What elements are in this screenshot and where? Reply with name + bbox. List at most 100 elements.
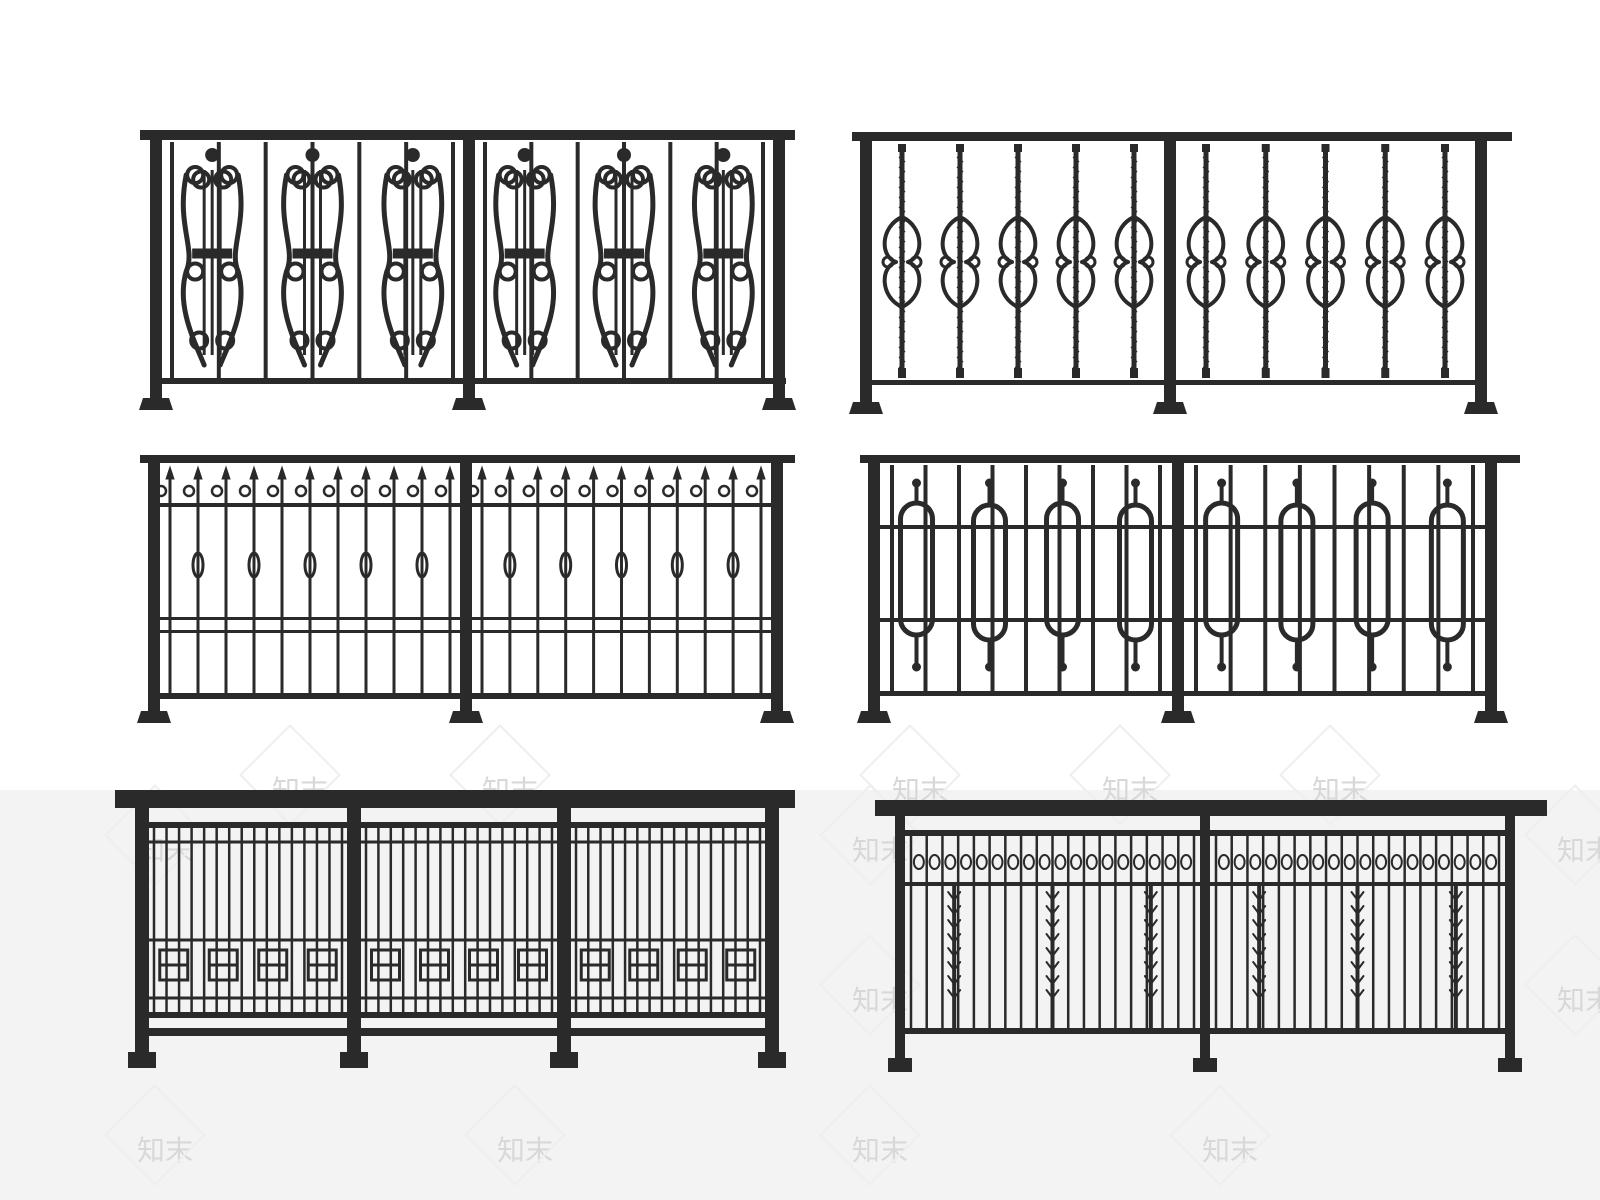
leaf bbox=[1252, 905, 1261, 915]
leaf bbox=[1051, 961, 1060, 971]
leaf bbox=[1454, 919, 1463, 929]
twist-mark bbox=[1130, 266, 1138, 273]
scroll-top-knot bbox=[205, 148, 220, 162]
twist-mark bbox=[1441, 236, 1449, 243]
twist-mark bbox=[1072, 326, 1080, 333]
leaf bbox=[1448, 891, 1457, 901]
leaf bbox=[1454, 891, 1463, 901]
twist-mark bbox=[1202, 356, 1210, 363]
leaf bbox=[1051, 919, 1060, 929]
twist-mark bbox=[1262, 176, 1270, 183]
handrail bbox=[875, 800, 1547, 816]
leaf bbox=[1051, 975, 1060, 985]
scroll-curl bbox=[210, 484, 224, 498]
post-foot bbox=[762, 398, 796, 410]
twist-mark bbox=[1014, 196, 1022, 203]
twist-mark bbox=[1072, 246, 1080, 253]
twist-mark bbox=[956, 166, 964, 173]
handrail bbox=[115, 790, 795, 808]
leaf bbox=[1143, 905, 1152, 915]
handrail bbox=[140, 455, 795, 463]
scroll-band bbox=[292, 248, 333, 259]
twist-mark bbox=[1130, 246, 1138, 253]
ring bbox=[1312, 854, 1325, 870]
twist-mark bbox=[1262, 316, 1270, 323]
leaf bbox=[1356, 989, 1365, 999]
ring bbox=[1485, 854, 1498, 870]
ball-finial bbox=[1131, 478, 1140, 488]
ball-finial bbox=[1058, 662, 1067, 672]
leaf bbox=[1143, 933, 1152, 943]
twist-mark bbox=[1072, 336, 1080, 343]
scroll-ornament bbox=[592, 148, 656, 368]
leaf bbox=[1350, 989, 1359, 999]
leaf bbox=[947, 975, 956, 985]
bar-base bbox=[1072, 368, 1080, 378]
twist-mark bbox=[898, 316, 906, 323]
leaf bbox=[1252, 891, 1261, 901]
scroll-curl bbox=[531, 261, 552, 282]
post-plinth bbox=[1193, 1058, 1217, 1072]
twist-mark bbox=[956, 276, 964, 283]
scroll-curl bbox=[603, 169, 623, 190]
twist-mark bbox=[1130, 156, 1138, 163]
ring bbox=[1469, 854, 1482, 870]
post-left bbox=[150, 140, 162, 402]
leaf bbox=[1448, 905, 1457, 915]
twist-mark bbox=[1072, 226, 1080, 233]
twist-mark bbox=[1014, 256, 1022, 263]
scroll-band bbox=[703, 248, 744, 259]
watermark-text: 知末 bbox=[137, 1134, 193, 1167]
leaf bbox=[1350, 919, 1359, 929]
post-foot bbox=[137, 711, 171, 723]
scroll-curl bbox=[939, 255, 953, 269]
twist-mark bbox=[1130, 296, 1138, 303]
post-foot bbox=[857, 711, 891, 723]
oval-loop bbox=[1353, 500, 1391, 638]
twist-mark bbox=[1014, 266, 1022, 273]
basket-twist bbox=[359, 551, 373, 579]
twist-mark bbox=[1322, 366, 1329, 373]
twist-mark bbox=[1202, 196, 1210, 203]
twist-mark bbox=[1381, 266, 1389, 273]
bottom-rail bbox=[880, 691, 1485, 696]
scroll-curl bbox=[909, 255, 923, 269]
ball-finial bbox=[1292, 662, 1302, 672]
basket-twist bbox=[615, 551, 628, 579]
bar-base bbox=[1014, 368, 1022, 378]
ring bbox=[1054, 854, 1067, 870]
twist-mark bbox=[956, 286, 964, 293]
twist-mark bbox=[1262, 226, 1270, 233]
ball-finial bbox=[985, 478, 994, 488]
post-left bbox=[895, 816, 905, 1068]
post-middle bbox=[1164, 141, 1176, 406]
spear-tip bbox=[221, 465, 231, 480]
ring bbox=[1296, 854, 1309, 870]
scroll-curl bbox=[606, 484, 619, 498]
twist-mark bbox=[1262, 276, 1270, 283]
ring bbox=[1249, 854, 1262, 870]
twist-mark bbox=[956, 296, 964, 303]
post-middle bbox=[460, 463, 472, 715]
ring bbox=[1022, 854, 1035, 870]
ring bbox=[975, 854, 988, 870]
scroll-curl bbox=[291, 169, 312, 190]
leaf bbox=[947, 961, 956, 971]
twist-mark bbox=[1441, 326, 1449, 333]
scroll-curl bbox=[627, 330, 647, 351]
twist-mark bbox=[1130, 236, 1138, 243]
basket-twist bbox=[191, 551, 205, 579]
twist-mark bbox=[956, 316, 964, 323]
post-plinth bbox=[550, 1052, 578, 1068]
scroll-curl bbox=[597, 261, 617, 282]
spear-tip bbox=[277, 465, 287, 480]
twist-mark bbox=[1381, 336, 1389, 343]
scroll-ornament bbox=[381, 148, 445, 368]
post-foot bbox=[1474, 711, 1508, 723]
twist-mark bbox=[898, 356, 906, 363]
post-right bbox=[771, 463, 783, 715]
ball-finial bbox=[1442, 478, 1452, 488]
twist-mark bbox=[1014, 186, 1022, 193]
post-right bbox=[1505, 816, 1515, 1068]
